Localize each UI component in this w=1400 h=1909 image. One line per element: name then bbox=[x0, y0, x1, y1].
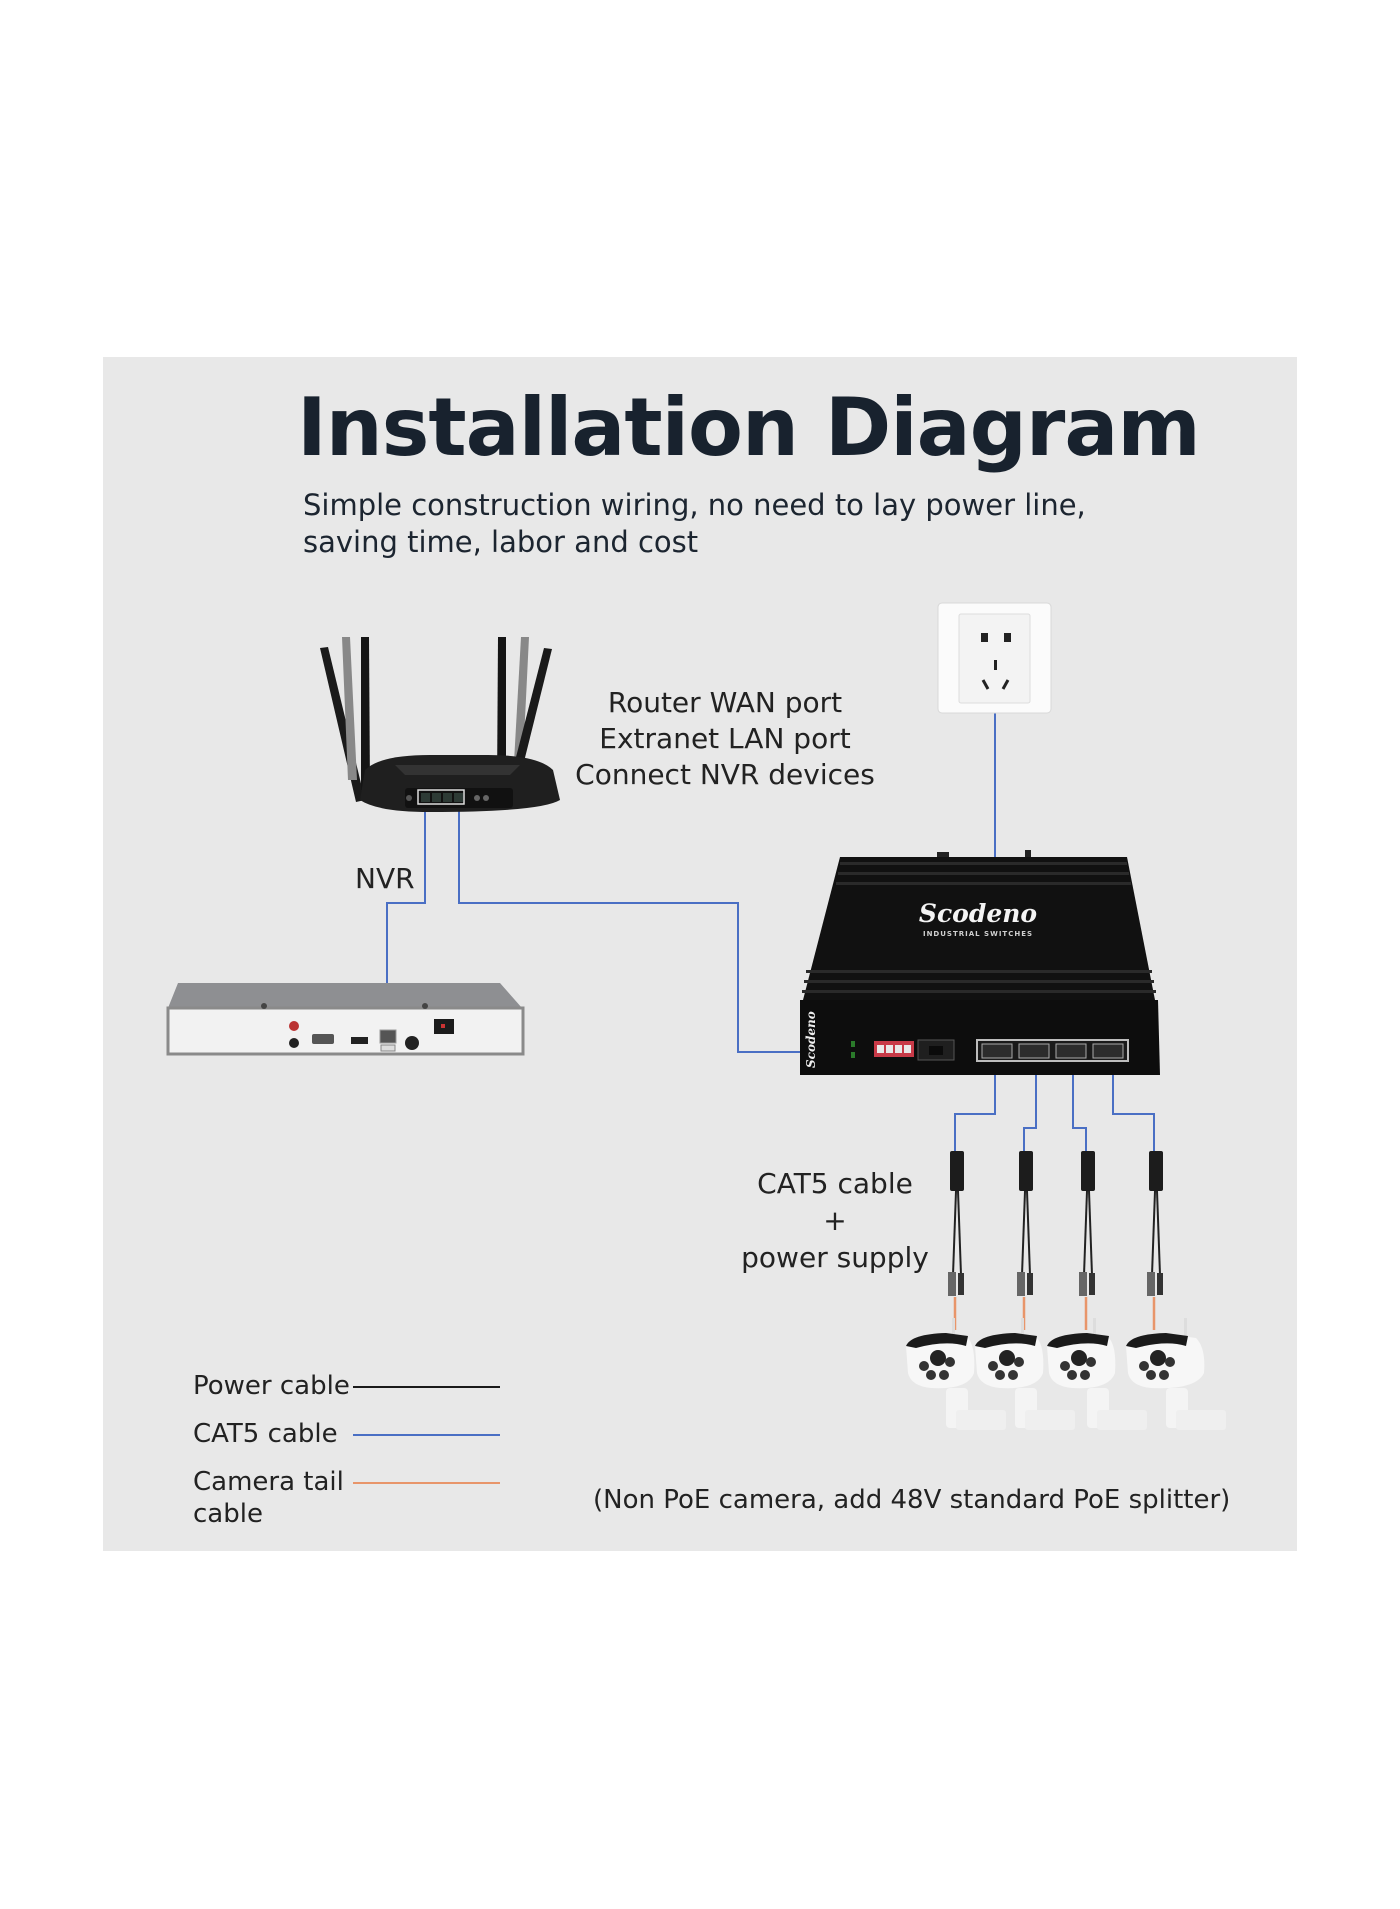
router-label: Router WAN port Extranet LAN port Connec… bbox=[560, 685, 890, 793]
nvr-icon bbox=[166, 983, 525, 1056]
poe-splitter-icon bbox=[948, 1151, 964, 1296]
legend-item-power: Power cable bbox=[193, 1370, 523, 1418]
page-title: Installation Diagram bbox=[297, 381, 1201, 474]
legend: Power cable CAT5 cable Camera tail cable bbox=[193, 1370, 523, 1536]
bullet-camera-icon bbox=[975, 1318, 1075, 1430]
switch-brand: Scodeno bbox=[919, 899, 1037, 928]
subtitle: Simple construction wiring, no need to l… bbox=[303, 487, 1103, 561]
legend-label: CAT5 cable bbox=[193, 1419, 338, 1449]
tail-cable-swatch bbox=[353, 1482, 500, 1484]
cat5-power-line-1: CAT5 cable bbox=[757, 1167, 913, 1200]
cat5-wires bbox=[386, 713, 1155, 1152]
cat5-power-line-2: + bbox=[823, 1204, 847, 1237]
poe-splitters bbox=[948, 1151, 1163, 1296]
tail-cables bbox=[953, 1297, 1156, 1330]
legend-item-cat5: CAT5 cable bbox=[193, 1418, 523, 1466]
poe-splitter-icon bbox=[1147, 1151, 1163, 1296]
cat5-cable-swatch bbox=[353, 1434, 500, 1436]
cat5-power-line-3: power supply bbox=[741, 1241, 929, 1274]
router-label-line-1: Router WAN port bbox=[607, 686, 843, 719]
switch-side-brand: Scodeno bbox=[804, 1011, 818, 1068]
poe-splitter-icon bbox=[1079, 1151, 1095, 1296]
power-outlet-icon bbox=[937, 602, 1052, 714]
legend-item-tail: Camera tail cable bbox=[193, 1466, 523, 1536]
power-cable-swatch bbox=[353, 1386, 500, 1388]
switch-tagline: INDUSTRIAL SWITCHES bbox=[923, 930, 1033, 938]
subtitle-line-2: saving time, labor and cost bbox=[303, 525, 699, 559]
poe-switch-icon: Scodeno INDUSTRIAL SWITCHES Scodeno bbox=[800, 850, 1160, 1075]
subtitle-line-1: Simple construction wiring, no need to l… bbox=[303, 488, 1086, 522]
legend-label: Power cable bbox=[193, 1371, 350, 1401]
poe-splitter-icon bbox=[1017, 1151, 1033, 1296]
bullet-camera-icon bbox=[1047, 1318, 1147, 1430]
router-label-line-2: Extranet LAN port bbox=[599, 722, 851, 755]
cameras bbox=[906, 1318, 1226, 1430]
nvr-label: NVR bbox=[355, 862, 415, 895]
splitter-note: (Non PoE camera, add 48V standard PoE sp… bbox=[593, 1485, 1231, 1515]
cat5-power-label: CAT5 cable + power supply bbox=[730, 1165, 940, 1276]
bullet-camera-icon bbox=[1126, 1318, 1226, 1430]
router-label-line-3: Connect NVR devices bbox=[575, 758, 875, 791]
router-icon bbox=[320, 637, 560, 812]
bullet-camera-icon bbox=[906, 1318, 1006, 1430]
legend-label: Camera tail cable bbox=[193, 1467, 344, 1529]
